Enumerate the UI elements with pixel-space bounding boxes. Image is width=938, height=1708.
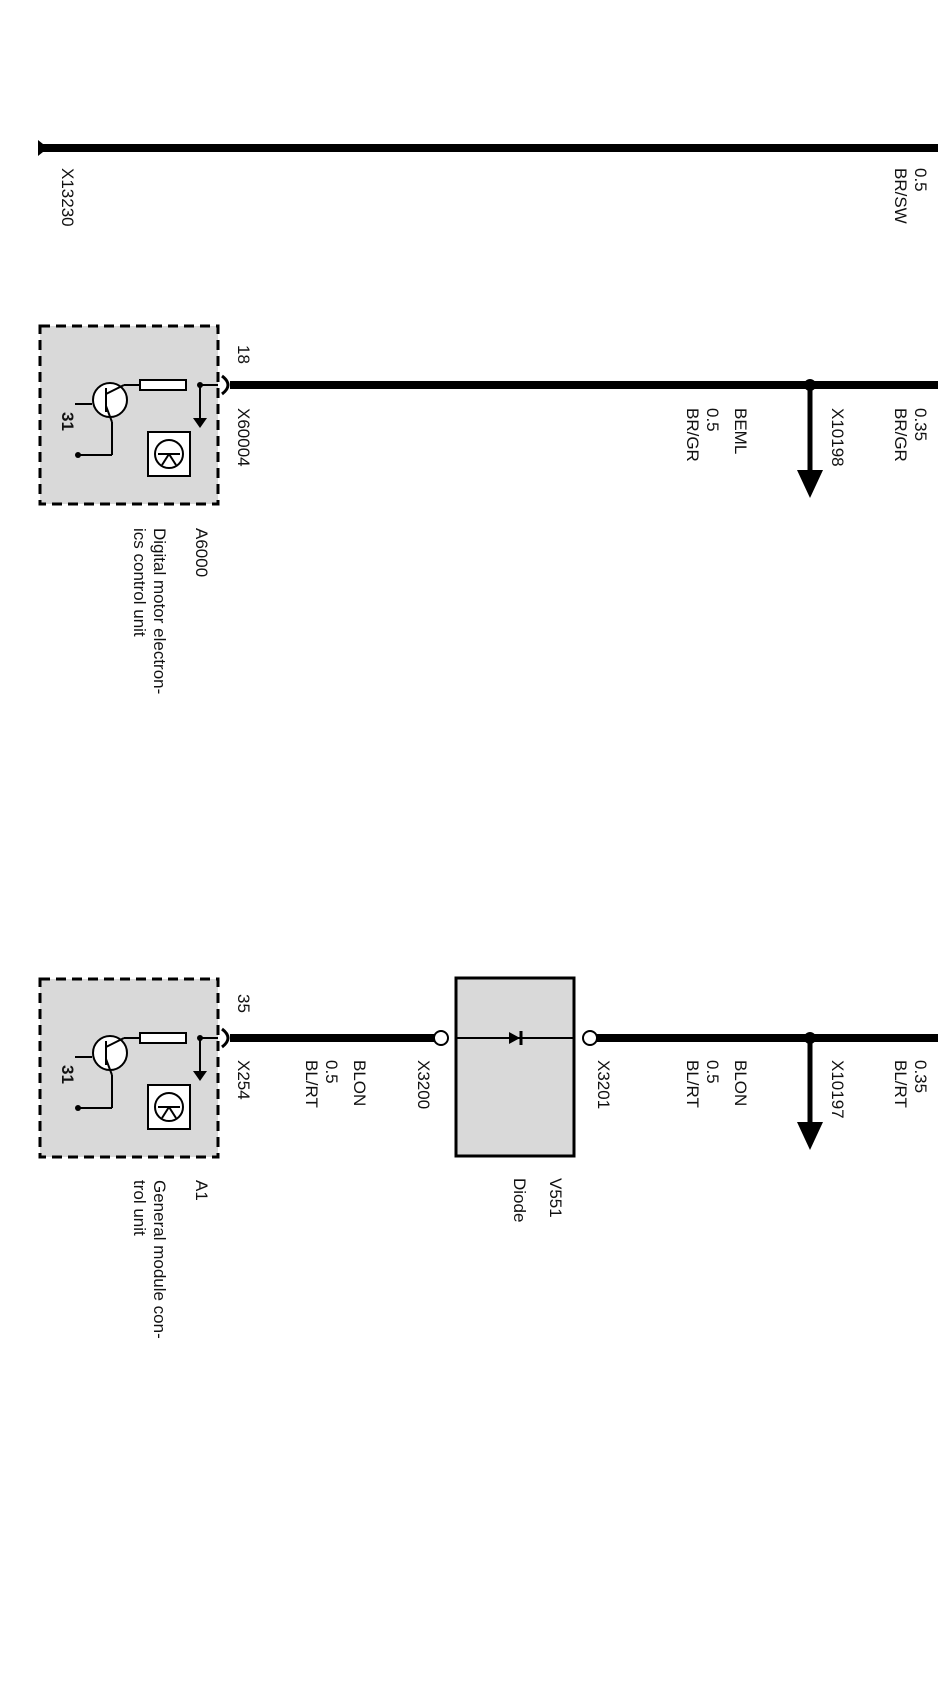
unit-id: A6000 [192,528,211,577]
wire-gauge: 0.5 [322,1060,341,1084]
ground-pin: 31 [58,1065,77,1084]
unit-name-line1: General module con- [150,1180,169,1339]
connector-pin-icon [221,374,230,396]
connector-label: X60004 [234,408,253,467]
splice-arrow [797,1122,823,1150]
transistor-icon [75,379,218,458]
splice-arrow [797,470,823,498]
diode-box [454,976,576,1158]
wire-gauge: 0.5 [703,408,722,432]
top-wire-gauge: 0.5 [911,168,930,192]
diode-name: Diode [510,1178,529,1222]
wire-signal: BLON [350,1060,369,1106]
signal-name: BEML [731,408,750,454]
pin-number: 35 [234,994,253,1013]
unit-id: A1 [192,1180,211,1201]
diode-connector-right: X3201 [594,1060,613,1109]
splice-label: X10198 [828,408,847,467]
splice-wire-color: BL/RT [891,1060,910,1108]
ground-label: X13230 [58,168,77,227]
unit-name-line2: ics control unit [130,528,149,637]
connector-x3201 [582,1030,598,1046]
wire-color: BR/GR [683,408,702,462]
ecu-symbol-icon [147,431,191,477]
splice-wire-color: BR/GR [891,408,910,462]
transistor-icon [75,1032,218,1111]
top-wire: X13230 0.5 BR/SW [38,140,938,227]
splice-wire-gauge: 0.35 [911,1060,930,1093]
top-wire-color: BR/SW [891,168,910,224]
connector-label: X254 [234,1060,253,1100]
unit-name-line2: trol unit [130,1180,149,1236]
splice-label: X10197 [828,1060,847,1119]
connector-pin-icon [221,1027,230,1049]
diode-icon [509,1031,523,1045]
connector-x3200 [433,1030,449,1046]
diode-id: V551 [546,1178,565,1218]
diode-out-signal: BLON [731,1060,750,1106]
ecu-symbol-icon [147,1084,191,1130]
circuit-dme: X10198 0.35 BR/GR BEML 0.5 BR/GR 18 X600… [38,324,938,694]
wire-color: BL/RT [302,1060,321,1108]
ground-pin: 31 [58,412,77,431]
diode-out-color: BL/RT [683,1060,702,1108]
unit-name-line1: Digital motor electron- [150,528,169,694]
circuit-gm: X10197 0.35 BL/RT BLON 0.5 BL/RT X3201 V… [38,976,938,1339]
pin-number: 18 [234,345,253,364]
splice-wire-gauge: 0.35 [911,408,930,441]
diode-connector-left: X3200 [414,1060,433,1109]
diode-out-gauge: 0.5 [703,1060,722,1084]
